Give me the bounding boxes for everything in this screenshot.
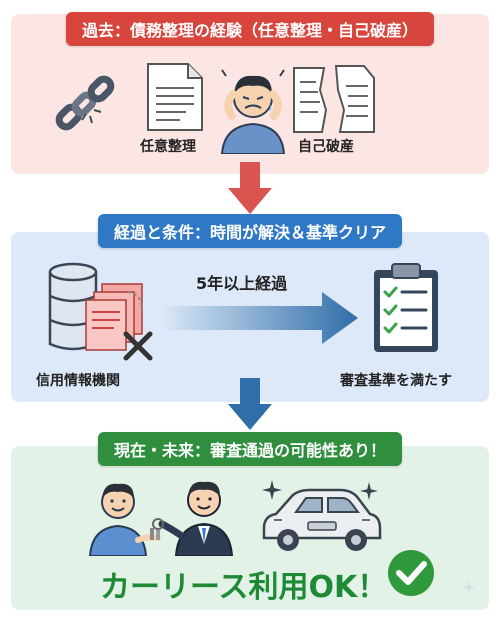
voluntary-arrangement-label: 任意整理 [140,139,196,155]
time-arrow-icon [160,292,358,344]
sparkle-icon [262,480,282,500]
bankruptcy-label: 自己破産 [298,139,354,155]
check-circle-icon [388,550,434,596]
handshake-people-icon [88,481,234,556]
database-icon [48,262,98,351]
criteria-met-label: 審査基準を満たす [340,373,452,389]
corner-sparkle-icon [462,580,476,594]
torn-document-icon [293,65,375,133]
broken-chain-icon [55,75,115,131]
sparkle-icon-2 [360,482,378,500]
past-title: 過去：債務整理の経験（任意整理・自己破産） [65,12,435,46]
stressed-person-icon [220,69,286,154]
credit-bureau-label: 信用情報機関 [36,373,120,389]
document-icon [147,63,203,131]
future-title: 現在・未来：審査通過の可能性あり！ [97,432,403,466]
down-arrow-icon [228,162,272,214]
cancelled-documents-icon [85,283,153,361]
checklist-clipboard-icon [374,263,438,352]
down-arrow-icon-2 [228,378,272,430]
outcome-text: カーリース利用OK！ [100,570,388,605]
car-icon [262,488,382,551]
condition-title: 経過と条件：時間が解決＆基準クリア [97,214,403,248]
five-years-label: 5年以上経過 [196,274,288,293]
